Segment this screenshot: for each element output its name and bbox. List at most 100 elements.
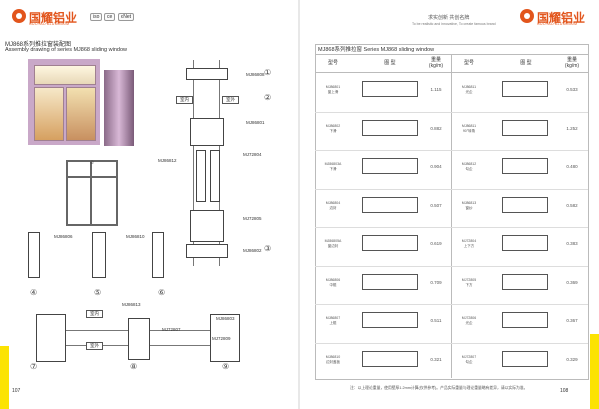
profile-drawing: [362, 273, 418, 290]
table-header: 重量 (kg/m): [564, 57, 580, 69]
view-number: ③: [264, 244, 272, 253]
cert-badge: iso: [90, 13, 103, 21]
page-number: 107: [12, 388, 21, 394]
table-header: 型号: [327, 60, 338, 66]
profile-code: MJ86811 光企: [461, 85, 477, 94]
drawing-title: MJ868系列推拉窗装配图: [5, 42, 72, 48]
view-number: ⑧: [130, 362, 138, 371]
profile-drawing: [502, 273, 548, 290]
view-number: ②: [264, 93, 272, 102]
window-elevation: [66, 160, 118, 226]
interlock-profile: [210, 150, 220, 202]
part-label: MJ72805: [243, 216, 262, 221]
profile-weight: 1.115: [430, 87, 442, 92]
profile-drawing: [362, 158, 418, 174]
profile-weight: 0.383: [566, 241, 578, 246]
profile-code: MJ86805A 窗边封: [324, 239, 342, 248]
room-label: 室外: [222, 96, 239, 104]
view-number: ⑤: [94, 288, 102, 297]
part-label: MJ86813: [122, 302, 141, 307]
profile-drawing: [502, 350, 548, 367]
profile-table: [315, 44, 589, 380]
interlock-profile: [196, 150, 206, 202]
profile-code: MJ86812 勾企: [461, 162, 477, 171]
table-divider: [451, 54, 452, 378]
profile-weight: 0.507: [430, 202, 442, 208]
table-header: 图 型: [520, 60, 532, 66]
profile-drawing: [362, 350, 418, 367]
profile-drawing: [502, 312, 548, 328]
profile-weight: 0.329: [566, 356, 578, 362]
profile-drawing: [362, 235, 418, 251]
table-rule: [315, 150, 588, 151]
profile-weight: 0.709: [430, 279, 442, 285]
part-label: MJ72807: [162, 327, 181, 332]
table-title: MJ868系列推拉窗 Series MJ868 sliding window: [318, 47, 435, 53]
room-label: 室外: [86, 342, 103, 350]
book-spine: [298, 0, 300, 409]
brand-english: GUOYAO ALUMINIUM: [537, 22, 578, 26]
table-rule: [315, 227, 588, 228]
part-label: MJ86806: [54, 234, 73, 239]
accent-bar: [0, 346, 9, 409]
profile-drawing: [362, 119, 418, 136]
profile-drawing: [502, 81, 548, 97]
profile-weight: 0.511: [430, 318, 442, 323]
profile-weight: 0.904: [430, 164, 442, 169]
profile-code: MJ86811 90°转角: [461, 123, 477, 133]
part-label: MJ86808: [246, 72, 265, 77]
brand-name: 国耀铝业: [537, 11, 586, 25]
profile-drawing: [502, 196, 548, 213]
profile-code: MJ86807 上梃: [325, 316, 341, 325]
jamb-profile: [36, 314, 66, 362]
slogan: 求实创新 共创名牌: [428, 15, 470, 21]
brand-logo-icon: [12, 9, 26, 23]
view-number: ⑨: [222, 362, 230, 371]
table-rule: [315, 265, 588, 267]
profile-code: MJ72804 上下方: [461, 239, 477, 248]
view-number: ⑦: [30, 362, 38, 371]
table-rule: [315, 72, 588, 73]
view-number: ①: [90, 160, 95, 165]
side-frame-profile: [152, 232, 164, 278]
footnote: 注：以上理论重量，使用壁厚1.2mm计算(仅供参考)。产品实际重量与理论重量略有…: [350, 386, 528, 390]
table-rule: [315, 304, 588, 305]
profile-code: MJ72807 勾企: [461, 354, 477, 364]
profile-drawing: [362, 81, 418, 97]
part-label: MJ86801: [246, 120, 265, 125]
accent-bar: [590, 334, 599, 409]
top-frame-profile: [186, 68, 228, 80]
profile-code: MJ72805 下方: [461, 277, 477, 287]
profile-weight: 0.533: [566, 87, 578, 92]
slogan-english: To be realistic and innovative, To creat…: [412, 22, 496, 26]
profile-weight: 0.480: [566, 164, 578, 169]
cert-badge: ce: [104, 13, 116, 21]
profile-code: MJ86802 下滑: [325, 123, 341, 133]
profile-drawing: [362, 196, 418, 213]
profile-weight: 1.252: [566, 125, 578, 131]
profile-code: MJ86804 边封: [325, 200, 341, 210]
upper-sash-profile: [190, 118, 224, 146]
table-header: 型号: [463, 60, 474, 66]
profile-code: MJ86810 边封盖板: [325, 354, 341, 364]
profile-weight: 0.369: [566, 279, 578, 285]
room-label: 室内: [86, 310, 103, 318]
profile-code: MJ86801 窗上滑: [325, 85, 341, 94]
brand-logo-icon: [520, 9, 534, 23]
profile-drawing: [502, 158, 548, 174]
part-label: MJ86802: [243, 248, 262, 253]
cert-badge: ϵNet: [118, 13, 134, 21]
profile-weight: 0.882: [430, 125, 442, 131]
view-number: ④: [30, 288, 38, 297]
profile-weight: 0.367: [566, 318, 578, 323]
section-line: [193, 60, 194, 266]
part-label: MJ86810: [126, 234, 145, 239]
table-header: 重量 (kg/m): [428, 57, 444, 69]
window-photo: [28, 59, 100, 145]
brand-name: 国耀铝业: [29, 11, 78, 25]
brand-english: GUOYAO ALUMINIUM: [29, 22, 70, 26]
part-label: MJ86812: [158, 158, 177, 163]
interlock-profile: [128, 318, 150, 360]
profile-drawing: [502, 119, 548, 136]
part-label: MJ86803: [216, 316, 235, 321]
